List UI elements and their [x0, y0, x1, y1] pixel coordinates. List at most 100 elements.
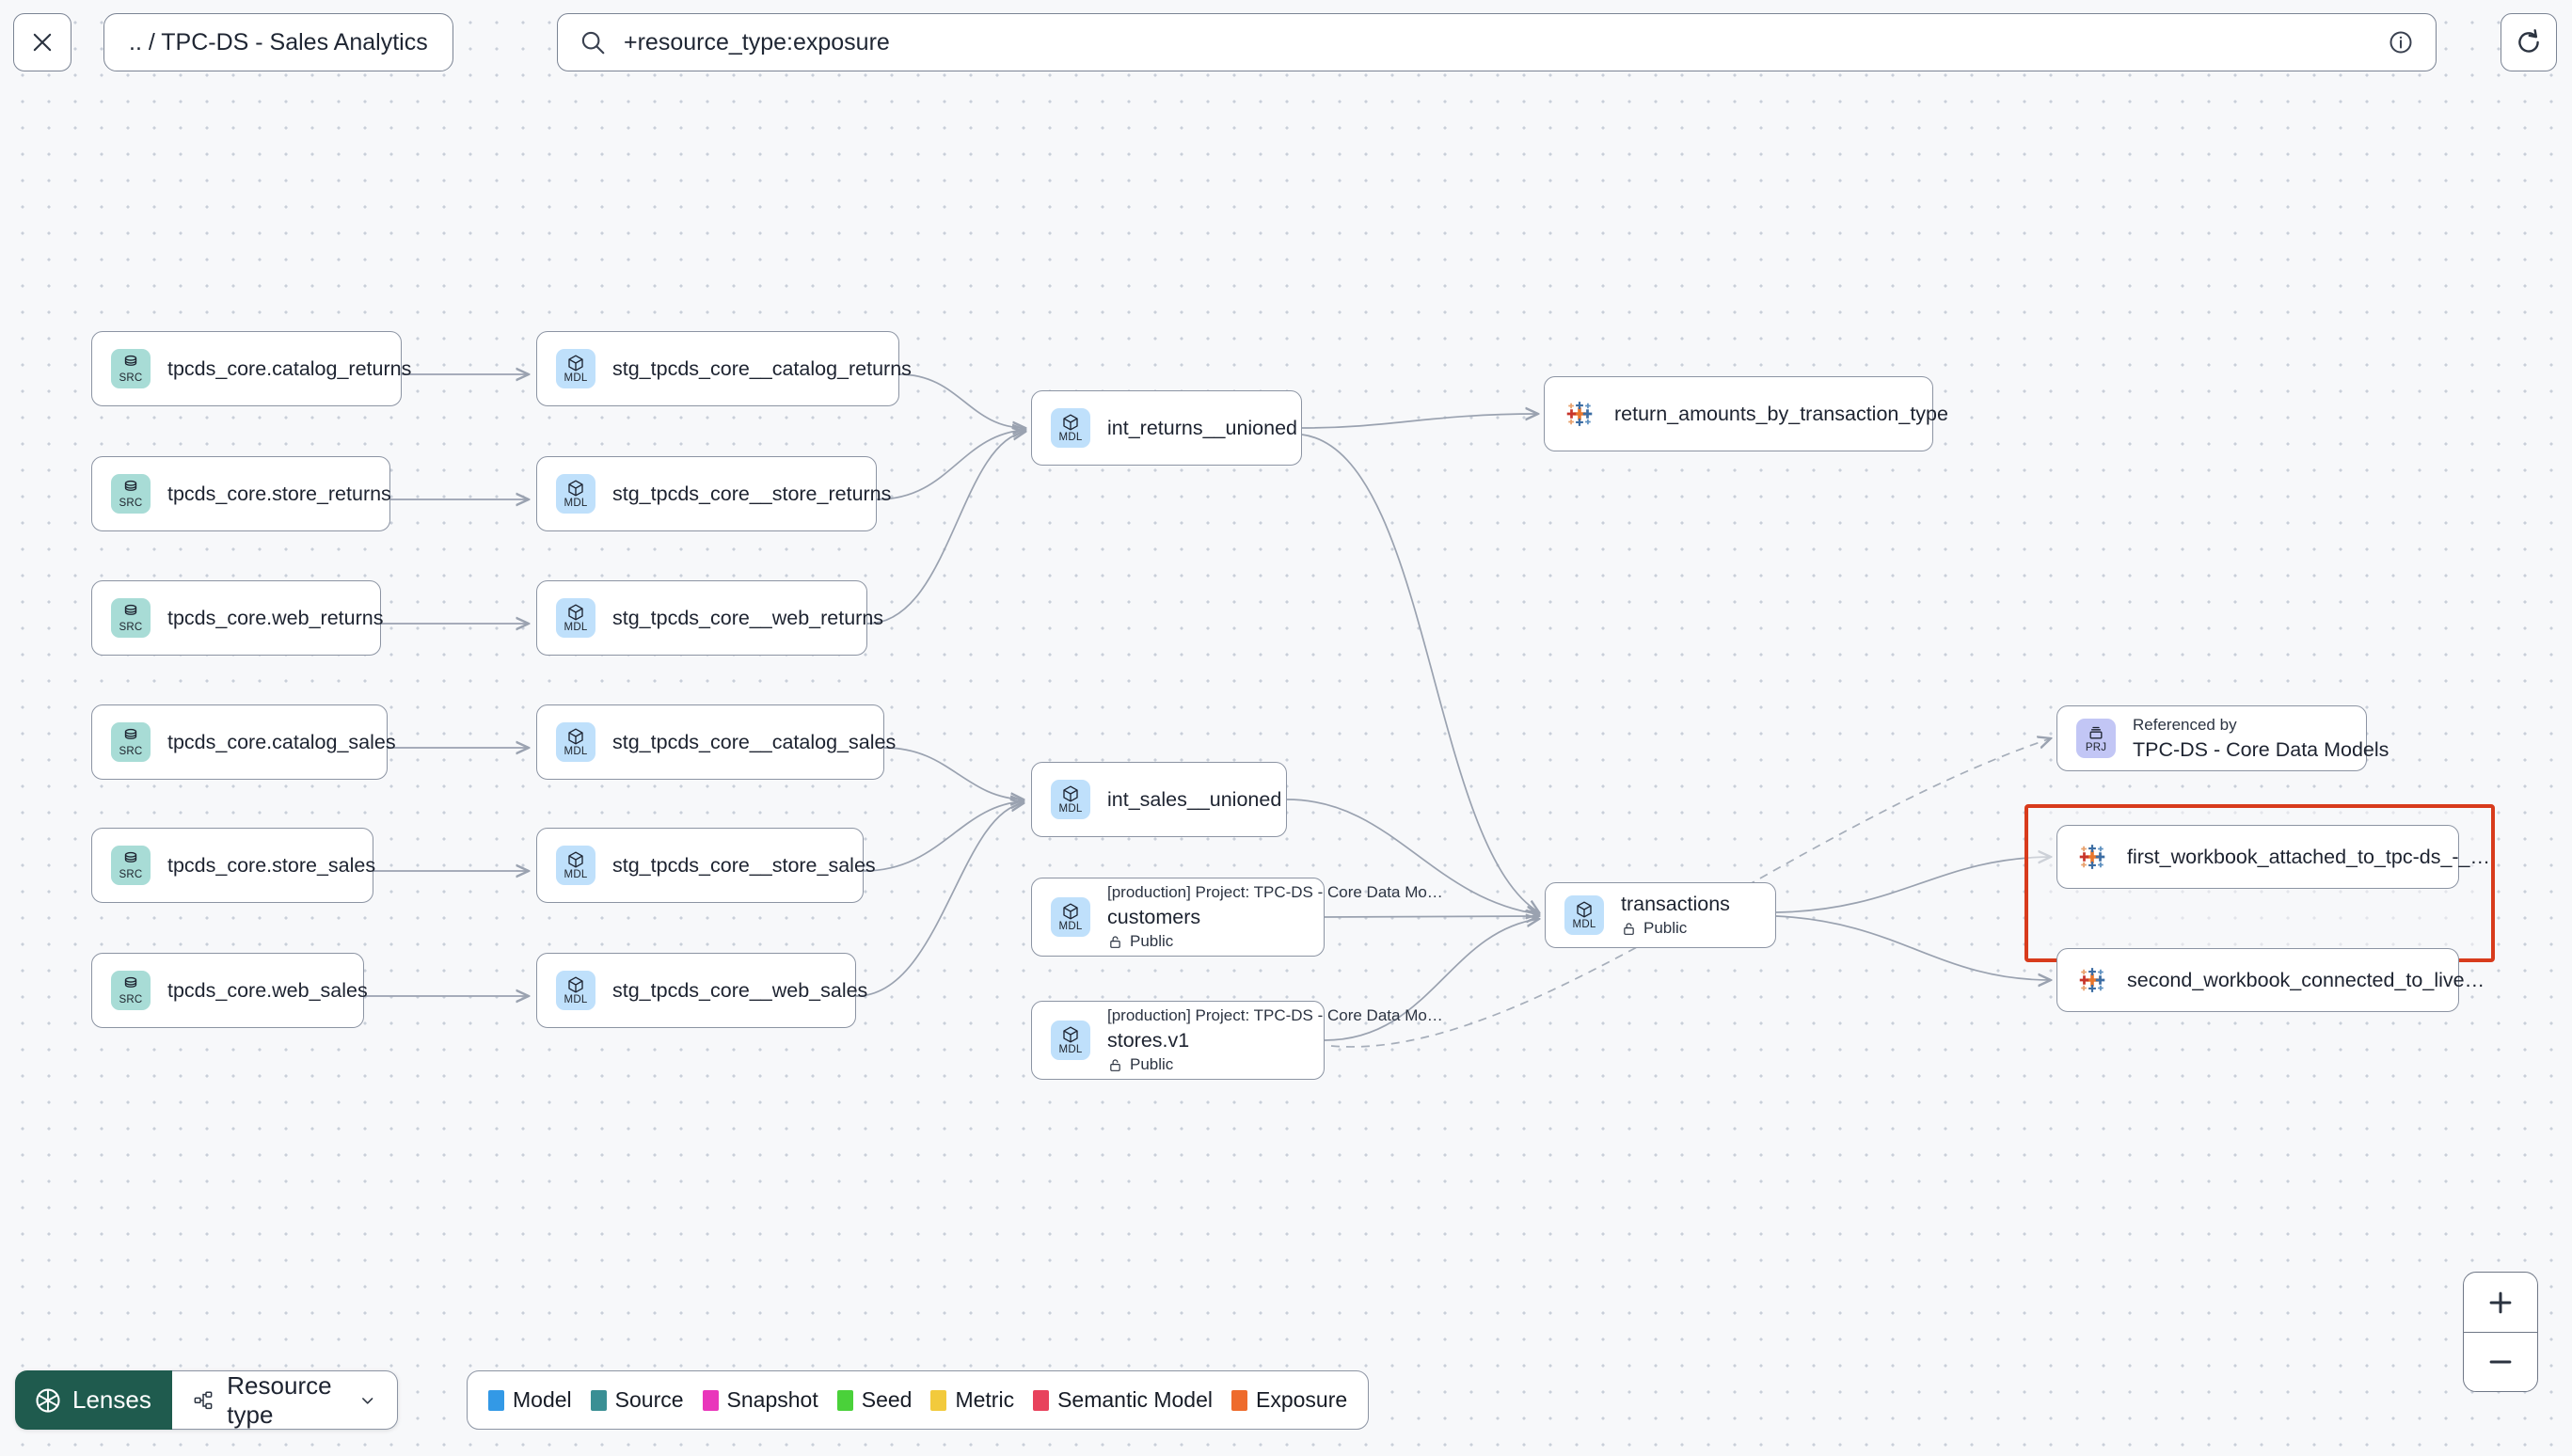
node-badge-label: PRJ — [2085, 742, 2107, 753]
graph-node-return-amounts[interactable]: return_amounts_by_transaction_type — [1544, 376, 1948, 451]
node-badge-src: SRC — [111, 722, 151, 762]
node-labels: stg_tpcds_core__catalog_sales — [612, 731, 896, 754]
search-icon — [581, 31, 605, 55]
graph-node-src-store-returns[interactable]: SRC tpcds_core.store_returns — [91, 456, 391, 531]
node-subtitle: [production] Project: TPC-DS - Core Data… — [1107, 883, 1443, 901]
graph-node-src-catalog-sales[interactable]: SRC tpcds_core.catalog_sales — [91, 704, 396, 780]
node-badge-mdl: MDL — [1051, 897, 1090, 937]
lenses-button[interactable]: Lenses — [15, 1370, 172, 1430]
node-badge-mdl: MDL — [1564, 895, 1604, 935]
node-badge-label: MDL — [1058, 803, 1083, 815]
cube-icon — [1577, 901, 1592, 918]
zoom-out-button[interactable] — [2464, 1332, 2537, 1391]
chevron-down-icon — [361, 1397, 373, 1404]
cube-icon — [1063, 785, 1078, 802]
aperture-icon — [36, 1387, 60, 1413]
node-title: customers — [1107, 906, 1201, 928]
node-badge-tableau — [2076, 837, 2108, 877]
info-icon[interactable] — [2387, 28, 2415, 56]
node-visibility: Public — [1107, 1055, 1305, 1074]
database-icon — [124, 355, 137, 366]
node-labels: return_amounts_by_transaction_type — [1614, 403, 1948, 426]
refresh-icon — [2518, 29, 2539, 53]
legend-label: Metric — [955, 1387, 1015, 1412]
graph-node-second-workbook[interactable]: second_workbook_connected_to_live… — [2056, 948, 2485, 1012]
graph-node-first-workbook[interactable]: first_workbook_attached_to_tpc-ds_-_… — [2056, 825, 2491, 889]
node-title: stg_tpcds_core__web_returns — [612, 606, 884, 629]
legend-label: Model — [513, 1387, 572, 1412]
unlock-icon — [1624, 922, 1634, 935]
legend-label: Seed — [861, 1387, 913, 1412]
unlock-icon — [1110, 935, 1120, 948]
legend-swatch — [836, 1389, 853, 1411]
node-badge-src: SRC — [111, 474, 151, 514]
node-title: tpcds_core.web_sales — [167, 978, 368, 1002]
close-button[interactable] — [13, 13, 71, 71]
node-badge-prj: PRJ — [2076, 719, 2116, 758]
search-input[interactable]: +resource_type:exposure — [624, 28, 890, 55]
graph-node-stores-v1[interactable]: MDL [production] Project: TPC-DS - Core D… — [1031, 1001, 1443, 1080]
graph-node-customers[interactable]: MDL [production] Project: TPC-DS - Core D… — [1031, 878, 1443, 957]
legend-swatch — [930, 1389, 947, 1411]
breadcrumb[interactable]: .. / TPC-DS - Sales Analytics — [103, 13, 453, 71]
cube-icon — [568, 355, 583, 372]
node-badge-mdl: MDL — [1051, 1021, 1090, 1060]
node-badge-mdl: MDL — [556, 474, 595, 514]
cube-icon — [568, 976, 583, 993]
refresh-button[interactable] — [2501, 13, 2557, 71]
graph-node-stg-store-returns[interactable]: MDL stg_tpcds_core__store_returns — [536, 456, 891, 531]
node-title: tpcds_core.store_returns — [167, 482, 391, 505]
node-labels: stg_tpcds_core__catalog_returns — [612, 357, 912, 381]
node-labels: tpcds_core.store_returns — [167, 482, 391, 506]
legend-swatch — [590, 1389, 607, 1411]
node-badge-label: SRC — [119, 869, 143, 880]
node-visibility-label: Public — [1130, 1055, 1174, 1073]
search-bar[interactable]: +resource_type:exposure — [557, 13, 2437, 71]
node-badge-label: MDL — [564, 746, 588, 757]
legend-item-metric[interactable]: Metric — [930, 1387, 1014, 1413]
database-icon — [124, 728, 137, 739]
lens-control-group: Lenses Resource type — [15, 1370, 399, 1430]
node-labels: tpcds_core.catalog_sales — [167, 731, 396, 754]
node-labels: [production] Project: TPC-DS - Core Data… — [1107, 1006, 1443, 1074]
legend-item-model[interactable]: Model — [488, 1387, 572, 1413]
graph-node-int-sales-unioned[interactable]: MDL int_sales__unioned — [1031, 762, 1287, 837]
node-visibility-label: Public — [1130, 932, 1174, 950]
node-title: first_workbook_attached_to_tpc-ds_-_… — [2127, 845, 2491, 868]
node-labels: stg_tpcds_core__store_returns — [612, 483, 891, 506]
node-title: tpcds_core.web_returns — [167, 606, 384, 629]
zoom-in-button[interactable] — [2464, 1273, 2537, 1332]
node-subtitle: [production] Project: TPC-DS - Core Data… — [1107, 1006, 1443, 1024]
node-badge-mdl: MDL — [556, 971, 595, 1010]
graph-node-stg-catalog-sales[interactable]: MDL stg_tpcds_core__catalog_sales — [536, 704, 896, 780]
cube-icon — [1063, 414, 1078, 431]
legend-item-source[interactable]: Source — [590, 1387, 684, 1413]
legend-item-exposure[interactable]: Exposure — [1231, 1387, 1347, 1413]
node-badge-label: SRC — [119, 746, 143, 757]
node-title: stores.v1 — [1107, 1029, 1190, 1052]
node-badge-mdl: MDL — [1051, 780, 1090, 819]
legend-item-semantic-model[interactable]: Semantic Model — [1033, 1387, 1213, 1413]
legend-item-snapshot[interactable]: Snapshot — [702, 1387, 818, 1413]
node-title: int_sales__unioned — [1107, 787, 1282, 811]
plus-icon — [2489, 1291, 2512, 1313]
legend-label: Snapshot — [726, 1387, 818, 1412]
node-badge-label: MDL — [1058, 1044, 1083, 1055]
resource-type-dropdown[interactable]: Resource type — [171, 1370, 399, 1430]
resource-type-label: Resource type — [227, 1370, 332, 1429]
node-labels: stg_tpcds_core__web_returns — [612, 606, 884, 630]
legend-item-seed[interactable]: Seed — [836, 1387, 913, 1413]
node-badge-label: MDL — [1058, 921, 1083, 932]
